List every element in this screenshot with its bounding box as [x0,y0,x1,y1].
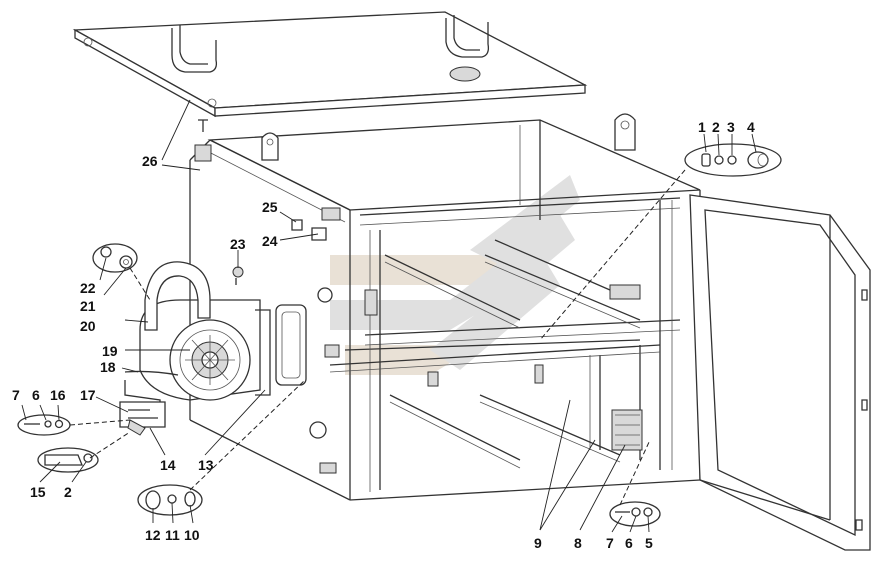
callout-6b: 6 [32,387,40,403]
leader-lines [22,100,756,532]
callout-4: 4 [747,119,755,135]
callout-15: 15 [30,484,46,500]
callout-11: 11 [165,527,180,543]
callout-2b: 2 [64,484,72,500]
assembly-lines [70,170,685,505]
callout-20: 20 [80,318,96,334]
callout-labels: 1 2 3 4 5 6 7 8 9 10 11 12 13 14 15 16 1… [12,119,755,551]
callout-5: 5 [645,535,653,551]
callout-9: 9 [534,535,542,551]
callout-22: 22 [80,280,96,296]
callout-8: 8 [574,535,582,551]
callout-23: 23 [230,236,246,252]
shelf-rails [330,240,660,468]
callout-2: 2 [712,119,720,135]
callout-17: 17 [80,387,96,403]
parts-group-5-7 [610,502,660,526]
callout-1: 1 [698,119,706,135]
callout-26: 26 [142,153,158,169]
callout-13: 13 [198,457,214,473]
front-door [690,195,870,550]
callout-19: 19 [102,343,118,359]
callout-3: 3 [727,119,735,135]
parts-group-1-4 [685,144,781,176]
callout-14: 14 [160,457,176,473]
callout-24: 24 [262,233,278,249]
callout-25: 25 [262,199,278,215]
callout-10: 10 [184,527,200,543]
lifting-eyes [262,114,635,160]
callout-21: 21 [80,298,96,314]
top-lid [75,12,585,116]
parts-group-6-7-16 [18,415,70,435]
callout-7: 7 [606,535,614,551]
callout-6: 6 [625,535,633,551]
blower-fan [125,300,306,415]
terminal-block [120,402,165,435]
callout-12: 12 [145,527,161,543]
side-fittings [195,120,340,473]
callout-16: 16 [50,387,66,403]
parts-group-15-2 [38,448,98,472]
bracket-arch [145,262,210,330]
parts-group-10-12 [138,485,202,515]
callout-7b: 7 [12,387,20,403]
callout-18: 18 [100,359,116,375]
